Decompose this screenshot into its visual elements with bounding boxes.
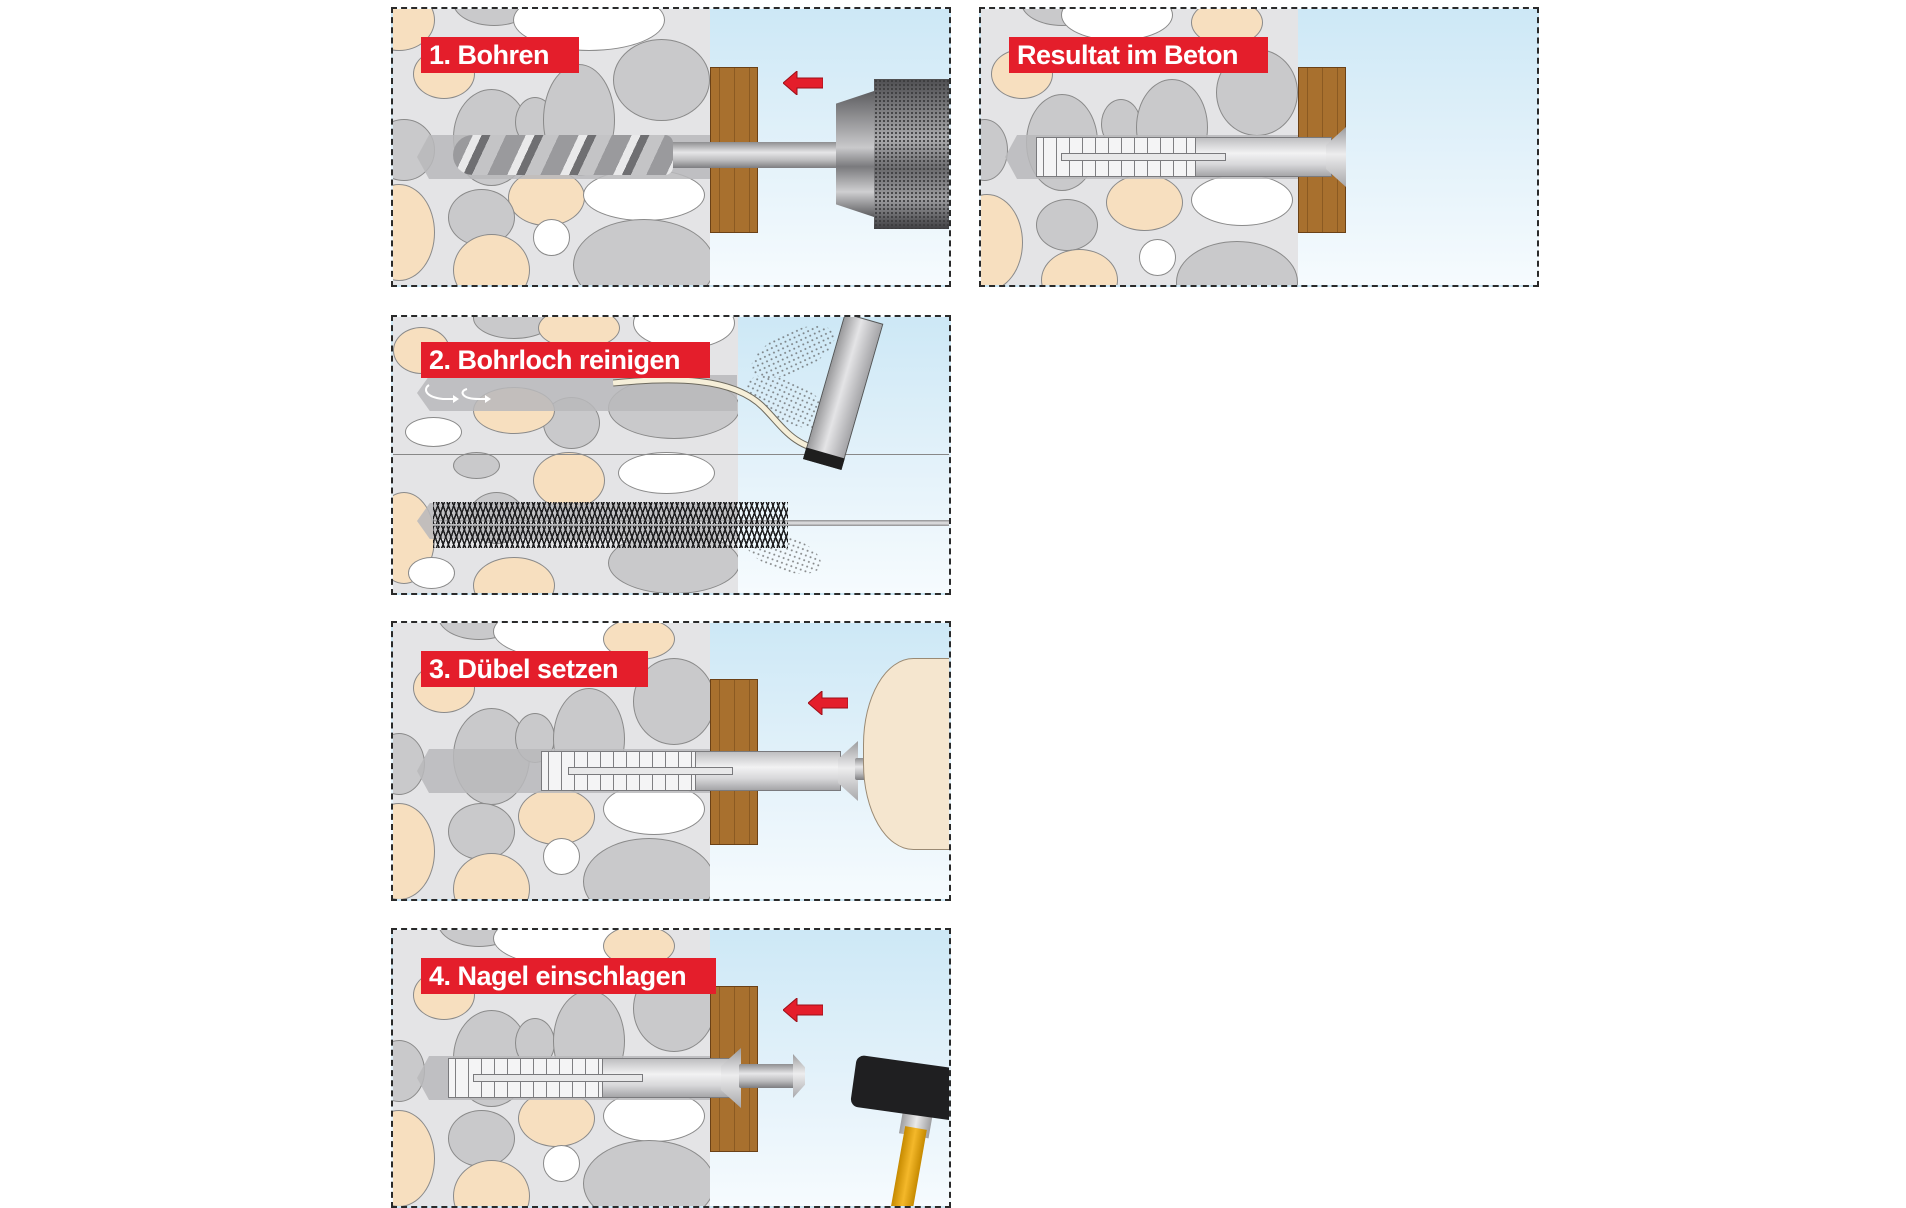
hand	[863, 658, 949, 850]
drill-chuck	[874, 79, 949, 229]
dowel-nail-slot	[568, 767, 733, 775]
airflow-arrows-icon	[425, 384, 491, 403]
left-arrow-icon	[783, 998, 823, 1022]
step-label: 3. Dübel setzen	[421, 651, 649, 687]
cleaning-brush-bristles-bottom	[433, 526, 788, 548]
air-tube	[613, 377, 829, 455]
hammer-handle	[873, 1126, 927, 1206]
panel-divider	[393, 454, 949, 455]
dowel-collar	[1326, 127, 1346, 187]
drill-bit	[453, 135, 673, 175]
panel-step-4-hammer-nail: 4. Nagel einschlagen	[391, 928, 951, 1208]
panel-result-in-concrete: Resultat im Beton	[979, 7, 1539, 287]
dowel-collar	[721, 1048, 741, 1108]
blow-out-pump-nozzle	[803, 447, 845, 471]
step-label: Resultat im Beton	[1009, 37, 1269, 73]
cleaning-brush-bristles-top	[433, 502, 788, 524]
left-arrow-icon	[808, 691, 848, 715]
panel-step-2-clean-hole: 2. Bohrloch reinigen	[391, 315, 951, 595]
nail-head	[793, 1054, 805, 1098]
step-label: 2. Bohrloch reinigen	[421, 342, 711, 378]
dowel-collar	[838, 741, 858, 801]
step-label: 4. Nagel einschlagen	[421, 958, 717, 994]
dowel-nail-slot	[473, 1074, 643, 1082]
left-arrow-icon	[783, 71, 823, 95]
hammer-head	[849, 1054, 949, 1122]
panel-step-1-drilling: 1. Bohren	[391, 7, 951, 287]
drill-chuck-collar	[836, 91, 874, 217]
nail-shank	[739, 1064, 799, 1088]
step-label: 1. Bohren	[421, 37, 580, 73]
dowel-nail-slot	[1061, 153, 1226, 161]
panel-step-3-insert-dowel: 3. Dübel setzen	[391, 621, 951, 901]
